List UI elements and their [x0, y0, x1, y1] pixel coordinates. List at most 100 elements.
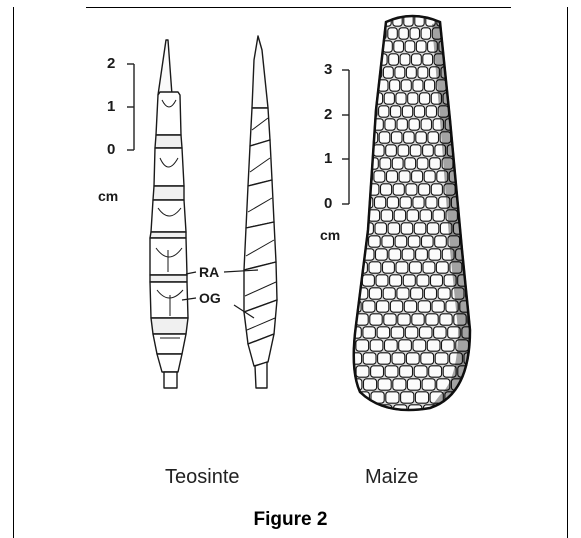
maize-kernel [423, 145, 434, 156]
maize-kernel [461, 236, 473, 247]
maize-kernel [428, 132, 439, 143]
maize-kernel [426, 314, 438, 325]
maize-kernel [435, 236, 447, 247]
maize-kernel [385, 340, 398, 351]
maize-kernel [382, 236, 394, 247]
teosinte-label: Teosinte [165, 467, 240, 487]
maize-kernel [371, 41, 381, 52]
maize-kernel [465, 132, 476, 143]
teosinte-ear-front [150, 40, 188, 388]
maize-kernel [395, 67, 405, 78]
maize-kernel [407, 210, 418, 221]
maize-kernel [420, 93, 430, 104]
maize-kernel [376, 275, 388, 286]
maize-kernel [477, 132, 488, 143]
maize-kernel [355, 210, 366, 221]
maize-kernel [375, 223, 387, 234]
maize-kernel [421, 353, 434, 364]
maize-kernel [466, 28, 476, 39]
maize-kernel [427, 223, 439, 234]
maize-kernel [408, 236, 420, 247]
maize-kernel [378, 353, 391, 364]
maize-kernel [349, 41, 359, 52]
maize-kernel [388, 28, 398, 39]
maize-kernel [349, 15, 358, 26]
maize-kernel [460, 392, 473, 403]
maize-kernel [464, 197, 475, 208]
maize-kernel [418, 301, 430, 312]
maize-kernel [383, 67, 393, 78]
maize-kernel [349, 223, 361, 234]
maize-kernel [475, 392, 488, 403]
maize-kernel [453, 405, 466, 416]
maize-kernel [420, 327, 433, 338]
maize-kernel [379, 106, 389, 117]
maize-kernel [430, 158, 441, 169]
maize-kernel [467, 93, 477, 104]
maize-kernel [355, 132, 366, 143]
maize-kernel [422, 379, 435, 390]
maize-kernel [361, 119, 371, 130]
maize-kernel [476, 327, 489, 338]
maize-kernel [370, 340, 383, 351]
maize-kernel [417, 158, 428, 169]
maize-kernel [410, 262, 422, 273]
maize-kernel [473, 41, 483, 52]
maize-kernel [455, 28, 465, 39]
maize-kernel [362, 275, 374, 286]
maize-kernel [442, 340, 455, 351]
maize-kernel [461, 41, 471, 52]
maize-kernel [427, 340, 440, 351]
maize-kernel [378, 379, 391, 390]
maize-kernel [363, 327, 376, 338]
maize-kernel [416, 132, 427, 143]
maize-kernel [419, 184, 430, 195]
maize-kernel [356, 340, 369, 351]
maize-kernel [406, 184, 417, 195]
teosinte-ear-side [244, 36, 277, 388]
maize-kernel [380, 158, 391, 169]
maize-kernel [453, 67, 463, 78]
maize-kernel [459, 210, 470, 221]
maize-kernel [389, 249, 401, 260]
maize-kernel [472, 210, 483, 221]
maize-kernel [462, 106, 472, 117]
maize-kernel [474, 236, 486, 247]
maize-kernel [373, 145, 384, 156]
maize-kernel [394, 210, 405, 221]
maize-kernel [471, 275, 483, 286]
maize-kernel [472, 366, 485, 377]
maize-kernel [391, 106, 401, 117]
maize-kernel [422, 236, 434, 247]
maize-kernel [387, 171, 398, 182]
maize-kernel [406, 353, 419, 364]
maize-kernel [381, 210, 392, 221]
maize-kernel [370, 314, 382, 325]
maize-kernel [412, 54, 422, 65]
maize-kernel [414, 366, 427, 377]
maize-kernel [431, 275, 443, 286]
maize-kernel [355, 158, 366, 169]
maize-ear [349, 15, 489, 416]
maize-scale-tick-2: 2 [324, 107, 332, 122]
maize-kernel [386, 145, 397, 156]
maize-kernel [468, 54, 478, 65]
maize-kernel [457, 184, 468, 195]
maize-kernel [375, 197, 386, 208]
maize-kernel [408, 93, 418, 104]
maize-kernel [349, 67, 359, 78]
maize-kernel [435, 353, 448, 364]
maize-kernel [413, 197, 424, 208]
maize-kernel [383, 262, 395, 273]
maize-kernel [388, 223, 400, 234]
maize-kernel [412, 171, 423, 182]
maize-kernel [448, 80, 458, 91]
maize-kernel [366, 80, 376, 91]
maize-kernel [390, 275, 402, 286]
maize-kernel [421, 28, 431, 39]
teosinte-scale-bar [127, 64, 134, 150]
maize-kernel [369, 236, 381, 247]
maize-kernel [416, 249, 428, 260]
maize-kernel [413, 340, 426, 351]
maize-kernel [376, 249, 388, 260]
